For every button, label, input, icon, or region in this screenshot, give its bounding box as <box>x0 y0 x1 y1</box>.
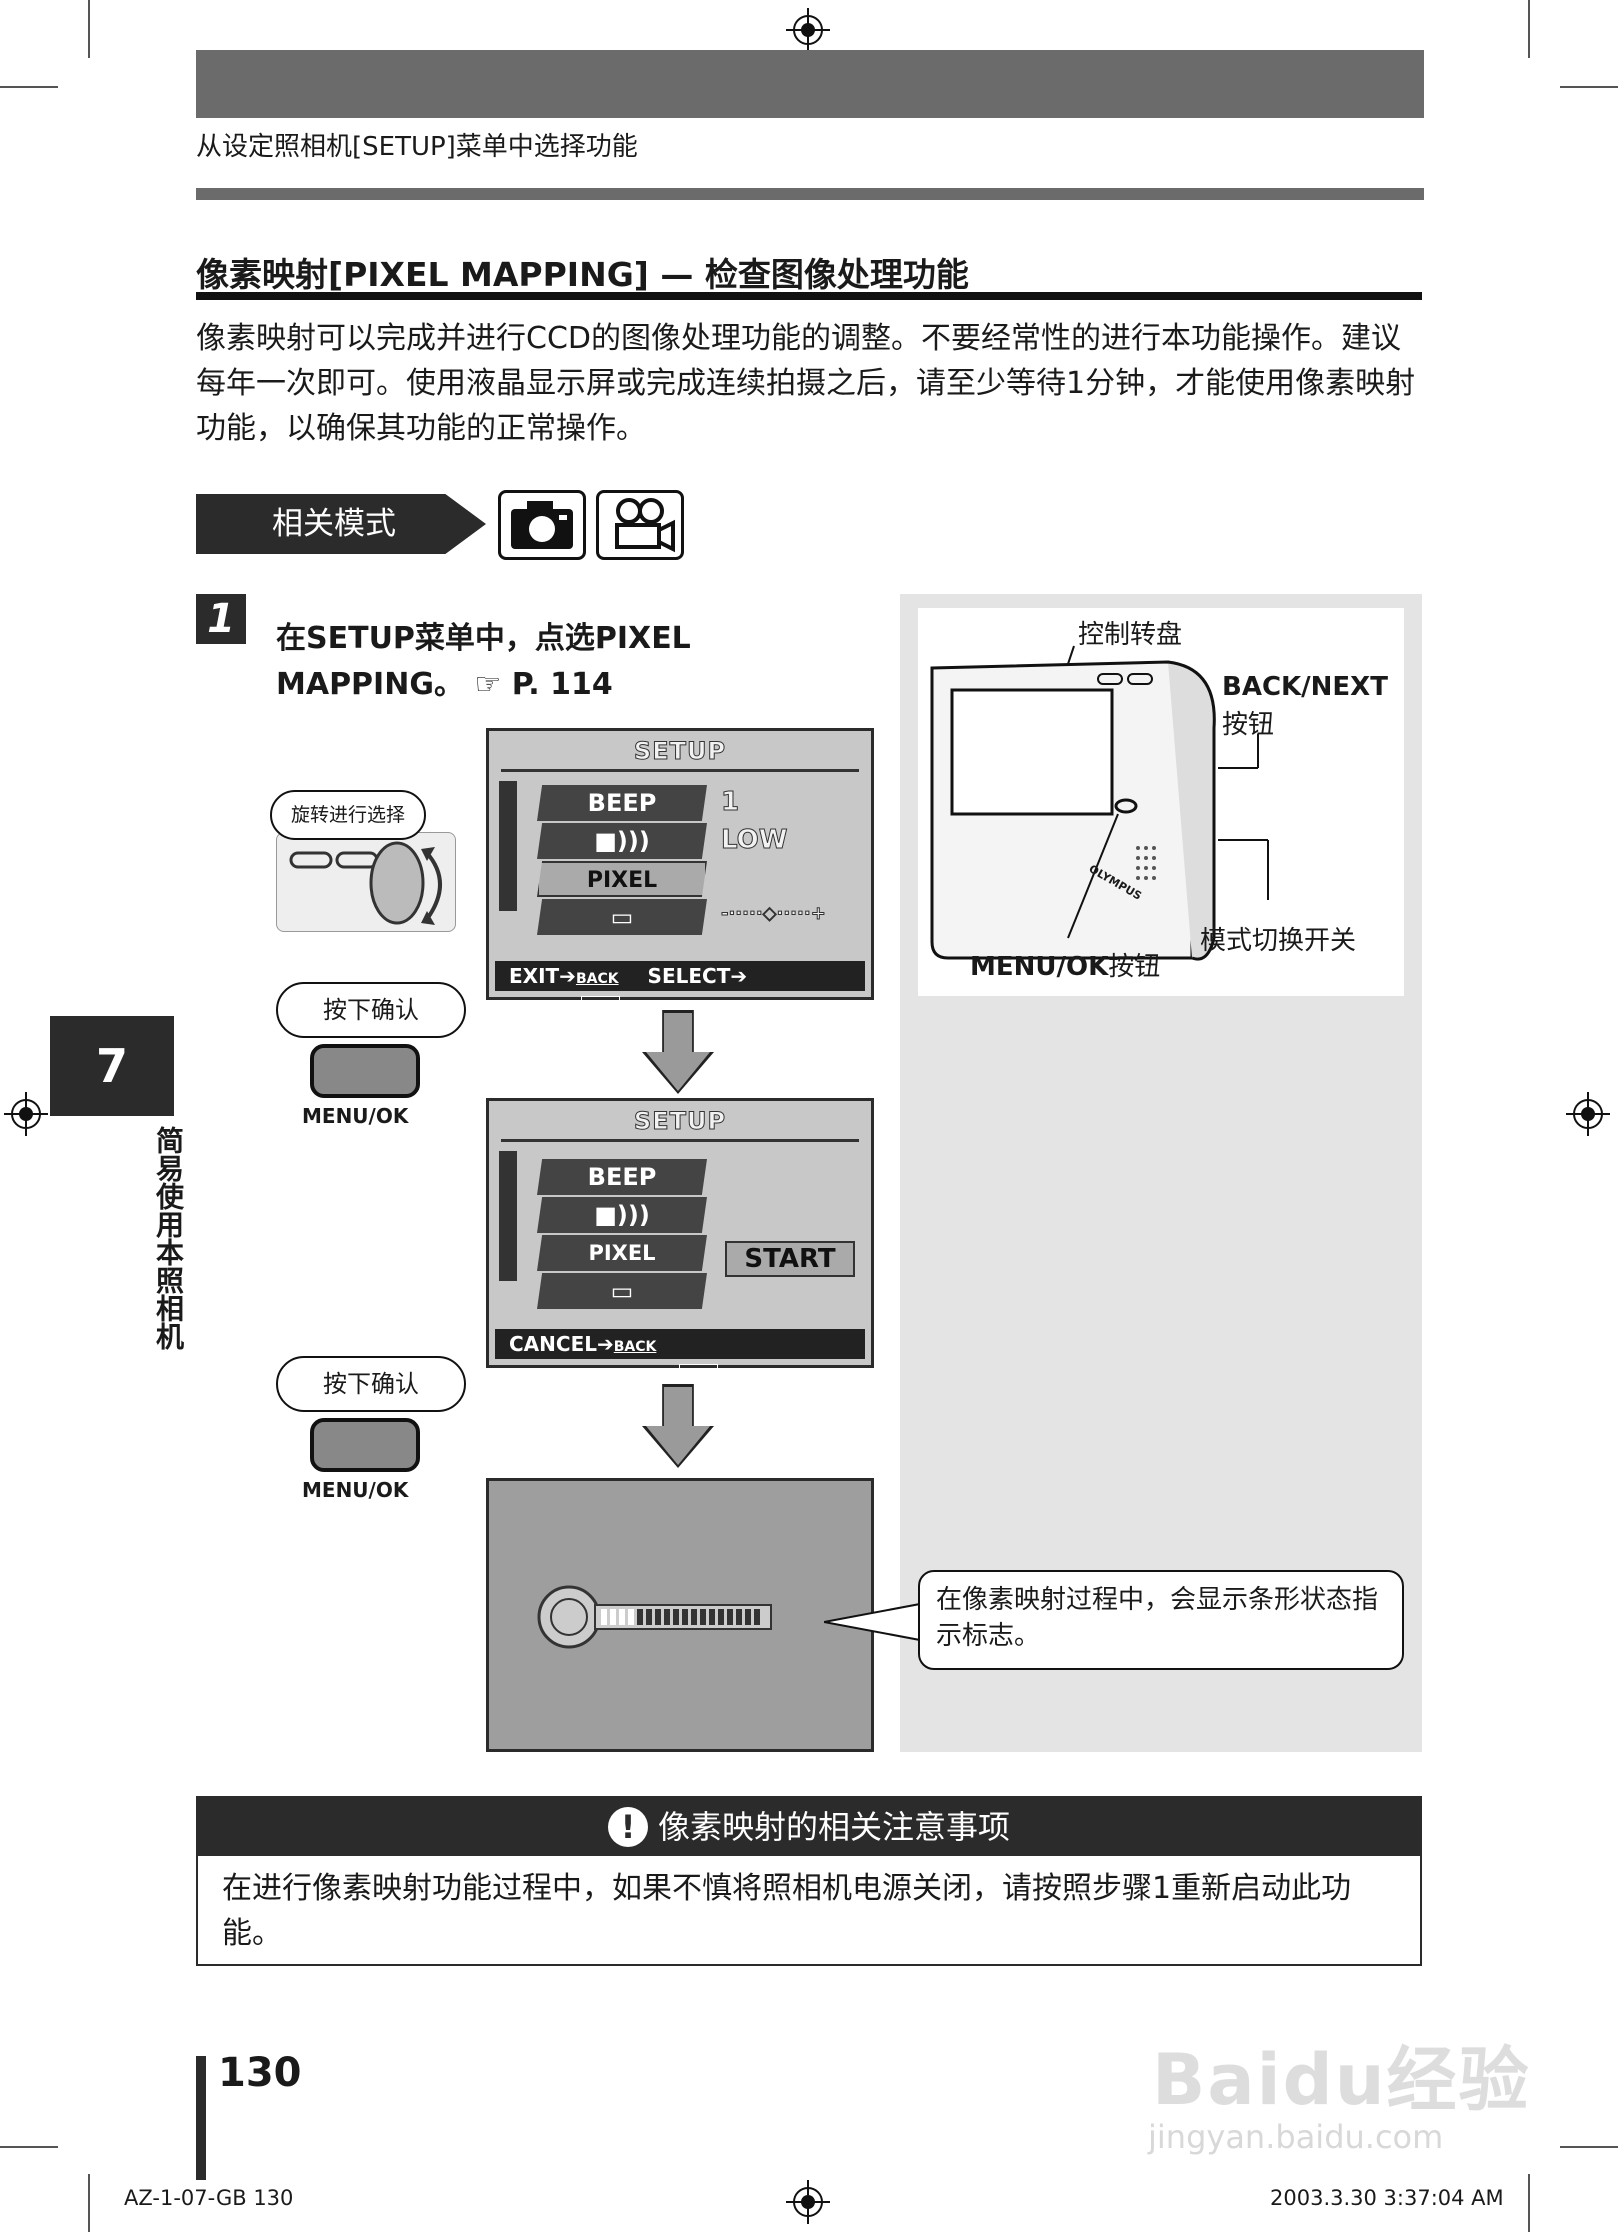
page-number-bar <box>196 2056 206 2180</box>
menu-item-pixel-mapping: PIXEL MAPPING <box>537 1235 707 1271</box>
menu-item-volume: ■))) <box>537 1197 707 1233</box>
label-control-dial: 控制转盘 <box>1078 620 1183 650</box>
title-rule <box>196 292 1422 300</box>
page-reference: P. 114 <box>511 667 613 702</box>
step-number: 1 <box>196 594 246 644</box>
start-option: START <box>725 1241 855 1277</box>
menu-item-pixel-mapping: PIXEL MAPPING <box>537 861 707 897</box>
crop-mark <box>1560 2146 1618 2148</box>
menu-item-beep: BEEP <box>537 1159 707 1195</box>
lcd-rule <box>501 1139 859 1142</box>
footer-file-id: AZ-1-07-GB 130 <box>124 2186 294 2210</box>
label-back-next: BACK/NEXT <box>1222 672 1388 702</box>
step-instruction: 在SETUP菜单中，点选PIXEL MAPPING。 ☞ P. 114 <box>276 616 736 708</box>
page-number: 130 <box>218 2050 302 2096</box>
progress-callout: 在像素映射过程中，会显示条形状态指示标志。 <box>918 1570 1404 1670</box>
movie-camera-icon <box>596 490 684 560</box>
press-bubble: 按下确认 <box>276 1356 466 1412</box>
back-label: BACK <box>613 1339 657 1355</box>
lcd-screen-progress <box>486 1478 874 1752</box>
ok-label: OK <box>581 996 620 1022</box>
menu-ok-text: MENU/OK <box>970 952 1109 982</box>
crop-mark <box>88 0 90 58</box>
lcd-title: SETUP <box>633 737 727 766</box>
reference-icon: ☞ <box>474 667 502 702</box>
label-back-next-button: 按钮 <box>1222 710 1275 740</box>
menu-ok-button-illustration <box>310 1044 420 1098</box>
cancel-label: CANCEL <box>509 1332 597 1356</box>
footer-timestamp: 2003.3.30 3:37:04 AM <box>1270 2186 1504 2210</box>
lcd-scrollbar <box>499 1151 517 1281</box>
header-rule <box>196 188 1424 200</box>
page-title: 像素映射[PIXEL MAPPING] — 检查图像处理功能 <box>196 255 969 294</box>
go-label: GO <box>629 1365 663 1389</box>
warning-header: !像素映射的相关注意事项 <box>196 1796 1422 1854</box>
registration-mark-icon <box>4 1092 48 1136</box>
dial-illustration <box>276 832 456 932</box>
menu-item-volume: ■))) <box>537 823 707 859</box>
related-modes-label: 相关模式 <box>196 494 486 554</box>
lcd-screen-setup-start: SETUP BEEP ■))) PIXEL MAPPING ▭ START CA… <box>486 1098 874 1390</box>
down-arrow-fill <box>646 1387 710 1465</box>
step-text-line2: MAPPING。 <box>276 667 464 702</box>
warning-icon: ! <box>607 1807 648 1847</box>
callout-pointer <box>824 1602 921 1642</box>
lcd-screen-setup: SETUP BEEP ■))) PIXEL MAPPING ▭ 1 LOW -·… <box>486 728 874 1022</box>
brightness-slider: -·····◇·····+ <box>721 903 827 925</box>
menu-ok-label: MENU/OK <box>302 1104 409 1128</box>
lcd-footer: CANCEL➔BACK GO➔OK <box>495 1329 865 1390</box>
crop-mark <box>0 86 58 88</box>
beep-value: 1 <box>720 787 740 818</box>
registration-mark-icon <box>786 8 830 52</box>
go-label: GO <box>531 997 565 1021</box>
lcd-footer: EXIT➔BACK SELECT➔ GO➔OK <box>495 961 865 1022</box>
intro-paragraph: 像素映射可以完成并进行CCD的图像处理功能的调整。不要经常性的进行本功能操作。建… <box>196 321 1416 446</box>
breadcrumb: 从设定照相机[SETUP]菜单中选择功能 <box>196 132 638 162</box>
crop-mark <box>0 2146 58 2148</box>
crop-mark <box>88 2174 90 2232</box>
lcd-rule <box>501 769 859 772</box>
label-mode-switch: 模式切换开关 <box>1200 926 1357 956</box>
warning-body: 在进行像素映射功能过程中，如果不慎将照相机电源关闭，请按照步骤1重新启动此功能。 <box>196 1854 1422 1966</box>
menu-item-monitor-brightness: ▭ <box>537 899 707 935</box>
chapter-tab: 7 <box>50 1016 174 1116</box>
menu-item-monitor-brightness: ▭ <box>537 1273 707 1309</box>
exit-label: EXIT <box>509 964 560 988</box>
lcd-scrollbar <box>499 781 517 911</box>
watermark-url: jingyan.baidu.com <box>1148 2118 1444 2156</box>
warning-title: 像素映射的相关注意事项 <box>657 1808 1010 1846</box>
menu-ok-button-illustration <box>310 1418 420 1472</box>
back-label: BACK <box>575 971 619 987</box>
menu-item-beep: BEEP <box>537 785 707 821</box>
press-bubble: 按下确认 <box>276 982 466 1038</box>
registration-mark-icon <box>786 2180 830 2224</box>
dial-bubble: 旋转进行选择 <box>270 790 426 840</box>
step-text-line1: 在SETUP菜单中，点选PIXEL <box>276 621 691 656</box>
select-label: SELECT <box>647 964 731 988</box>
down-arrow-fill <box>646 1013 710 1091</box>
menu-ok-button-text: 按钮 <box>1108 952 1161 982</box>
header-bar <box>196 50 1424 118</box>
chapter-title: 简易使用本照相机 <box>152 1126 185 1350</box>
camera-icon <box>498 490 586 560</box>
crop-mark <box>1528 2174 1530 2232</box>
label-menu-ok: MENU/OK按钮 <box>970 946 1160 983</box>
registration-mark-icon <box>1566 1092 1610 1136</box>
camera-diagram <box>918 608 1404 996</box>
crop-mark <box>1560 86 1618 88</box>
lcd-title: SETUP <box>633 1107 727 1136</box>
watermark-logo: Baidu经验 <box>1152 2039 1531 2121</box>
crop-mark <box>1528 0 1530 58</box>
menu-ok-label: MENU/OK <box>302 1478 409 1502</box>
volume-value: LOW <box>720 825 788 856</box>
